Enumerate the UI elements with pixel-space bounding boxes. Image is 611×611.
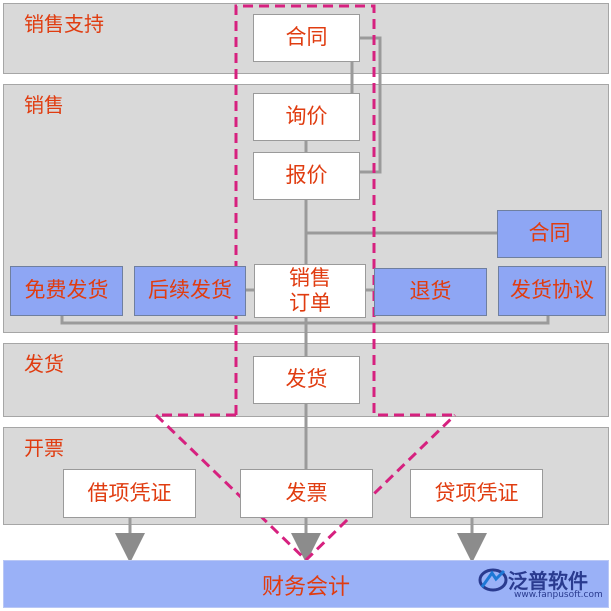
finance-accounting-bar[interactable]: 财务会计 泛普软件 www.fanpusoft.com: [3, 560, 609, 608]
quotation-node[interactable]: 报价: [253, 152, 360, 200]
invoice-label: 发票: [285, 480, 328, 505]
fanpu-logo-icon: [478, 568, 508, 592]
shipping-label: 发货: [285, 367, 328, 392]
invoice-node[interactable]: 发票: [240, 469, 373, 518]
debit-voucher-label: 借项凭证: [87, 480, 172, 505]
returns-node[interactable]: 退货: [374, 268, 487, 316]
credit-voucher-label: 贷项凭证: [434, 480, 519, 505]
contract-right-node[interactable]: 合同: [497, 210, 602, 258]
follow-up-shipping-node[interactable]: 后续发货: [134, 266, 246, 316]
fanpu-logo: 泛普软件 www.fanpusoft.com: [478, 563, 603, 605]
band-label-shipping: 发货: [24, 352, 64, 376]
free-shipping-label: 免费发货: [24, 278, 109, 303]
band-label-sales-support: 销售支持: [24, 12, 104, 36]
credit-voucher-node[interactable]: 贷项凭证: [410, 469, 543, 518]
band-label-sales: 销售: [24, 93, 64, 117]
follow-up-shipping-label: 后续发货: [148, 278, 232, 303]
fanpu-logo-url: www.fanpusoft.com: [514, 590, 603, 600]
returns-label: 退货: [409, 279, 452, 304]
contract-top-label: 合同: [285, 25, 328, 50]
shipping-agreement-label: 发货协议: [510, 278, 594, 303]
sales-order-label-line1: 销售: [289, 265, 331, 290]
free-shipping-node[interactable]: 免费发货: [10, 266, 123, 316]
shipping-node[interactable]: 发货: [253, 356, 360, 404]
finance-accounting-label: 财务会计: [261, 575, 350, 600]
sales-order-node[interactable]: 销售 订单: [254, 264, 366, 318]
contract-right-label: 合同: [528, 221, 571, 246]
quotation-label: 报价: [285, 163, 328, 188]
shipping-agreement-node[interactable]: 发货协议: [498, 266, 606, 316]
inquiry-node[interactable]: 询价: [253, 93, 360, 141]
band-label-invoicing: 开票: [24, 436, 64, 460]
sales-order-label-line2: 订单: [289, 291, 331, 315]
contract-top-node[interactable]: 合同: [253, 14, 360, 62]
debit-voucher-node[interactable]: 借项凭证: [63, 469, 196, 518]
fanpu-logo-text: 泛普软件: [508, 569, 588, 593]
inquiry-label: 询价: [285, 104, 328, 129]
